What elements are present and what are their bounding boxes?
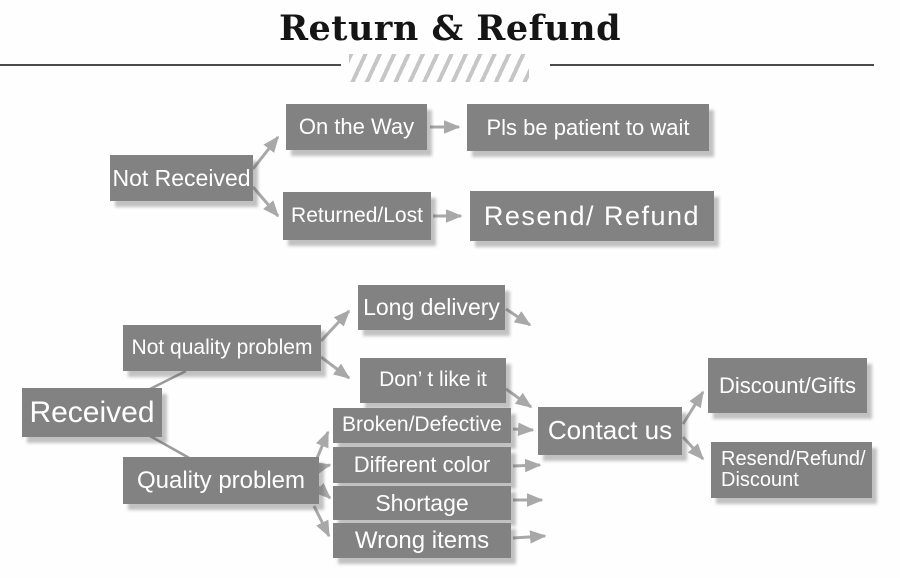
link-received-to-quality [149, 434, 192, 461]
arrow-wrong-items-out [512, 530, 547, 544]
page-title: Return & Refund [278, 8, 622, 49]
title-hatch-decoration [349, 54, 529, 82]
arrow-not-received-to-on-the-way [251, 135, 280, 170]
arrow-broken-to-contact-us [512, 422, 535, 436]
node-contact-us: Contact us [538, 407, 682, 455]
node-received: Received [22, 388, 162, 437]
arrow-contact-us-to-discount-gifts [681, 390, 705, 425]
node-dont-like-it: Don’ t like it [360, 358, 506, 403]
title-divider-right [550, 64, 874, 66]
node-broken-defective: Broken/Defective [333, 408, 511, 443]
node-not-quality-problem: Not quality problem [123, 325, 321, 371]
node-wrong-items: Wrong items [333, 523, 511, 558]
arrow-not-quality-to-long-delivery [319, 309, 351, 343]
node-resend-refund: Resend/ Refund [470, 191, 714, 241]
arrow-different-color-out [512, 458, 542, 473]
arrow-dont-like-to-contact-us [505, 387, 533, 409]
arrow-not-quality-to-dont-like [320, 355, 351, 380]
arrow-contact-us-to-resend-refund-discount [681, 435, 705, 461]
node-returned-lost: Returned/Lost [283, 192, 431, 240]
node-different-color: Different color [333, 447, 511, 483]
node-quality-problem: Quality problem [123, 457, 319, 504]
node-resend-refund-discount: Resend/Refund/ Discount [711, 442, 872, 498]
arrow-quality-to-wrong-items [312, 505, 331, 538]
node-shortage: Shortage [333, 486, 511, 520]
node-on-the-way: On the Way [286, 104, 427, 150]
node-pls-be-patient: Pls be patient to wait [467, 104, 709, 151]
node-discount-gifts: Discount/Gifts [708, 358, 867, 413]
node-long-delivery: Long delivery [358, 285, 505, 330]
arrow-long-delivery-out [505, 307, 532, 327]
title-divider-left [0, 64, 341, 66]
link-received-to-not-quality [149, 369, 187, 391]
node-not-received: Not Received [110, 155, 253, 201]
arrow-not-received-to-returned-lost [251, 186, 280, 218]
